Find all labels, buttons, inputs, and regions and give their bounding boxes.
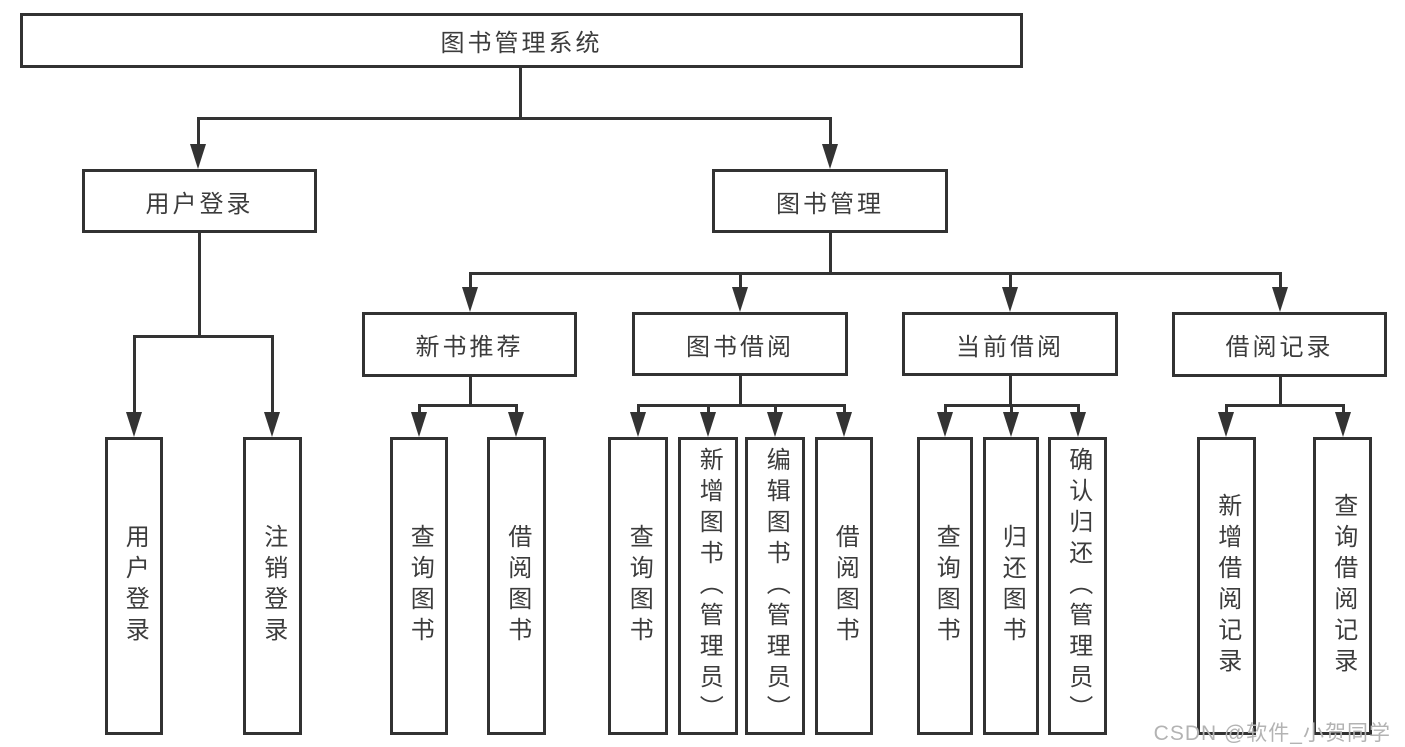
node-leaf-rec-borrow-books: 借阅图书 [487, 437, 546, 735]
node-label: 图书管理系统 [440, 30, 603, 57]
node-new-book-recommendation: 新书推荐 [362, 312, 577, 377]
watermark: CSDN @软件_小贺同学 [1153, 722, 1391, 745]
node-user-login: 用户登录 [82, 169, 317, 233]
arrowhead-down-icon [462, 287, 478, 312]
node-label: 确认归还（管理员） [1064, 446, 1092, 726]
connector-line [198, 233, 201, 336]
connector-line [133, 335, 274, 338]
node-label: 查询图书 [932, 524, 960, 648]
node-label: 借阅记录 [1225, 334, 1334, 361]
node-leaf-bb-edit-books-admin: 编辑图书（管理员） [745, 437, 805, 735]
arrowhead-down-icon [700, 412, 716, 437]
arrowhead-down-icon [1003, 412, 1019, 437]
node-leaf-cb-confirm-return-admin: 确认归还（管理员） [1048, 437, 1107, 735]
node-label: 注销登录 [259, 524, 287, 648]
connector-line [271, 335, 274, 413]
node-leaf-bb-query-books: 查询图书 [608, 437, 668, 735]
node-label: 图书借阅 [686, 333, 794, 361]
node-book-borrowing: 图书借阅 [632, 312, 848, 376]
arrowhead-down-icon [1070, 412, 1086, 437]
node-label: 借阅图书 [503, 524, 531, 648]
node-label: 新增借阅记录 [1213, 493, 1241, 679]
node-leaf-user-login: 用户登录 [105, 437, 163, 735]
arrowhead-down-icon [508, 412, 524, 437]
node-label: 新书推荐 [415, 334, 524, 361]
connector-line [1009, 272, 1012, 289]
connector-line [469, 377, 472, 406]
arrowhead-down-icon [937, 412, 953, 437]
node-leaf-logout: 注销登录 [243, 437, 302, 735]
arrowhead-down-icon [411, 412, 427, 437]
connector-line [418, 404, 421, 414]
connector-line [1279, 377, 1282, 406]
node-leaf-br-query-record: 查询借阅记录 [1313, 437, 1372, 735]
connector-line [515, 404, 518, 414]
connector-line [1342, 404, 1345, 414]
connector-line [519, 68, 522, 117]
node-library-management-system: 图书管理系统 [20, 13, 1023, 68]
arrowhead-down-icon [1335, 412, 1351, 437]
connector-line [469, 272, 472, 289]
node-current-borrowing: 当前借阅 [902, 312, 1118, 376]
node-label: 用户登录 [121, 524, 149, 648]
node-label: 查询借阅记录 [1329, 493, 1357, 679]
connector-line [829, 117, 832, 146]
connector-line [197, 117, 200, 146]
connector-line [1009, 376, 1012, 406]
node-label: 新增图书（管理员） [695, 446, 723, 726]
node-label: 编辑图书（管理员） [762, 446, 790, 726]
node-leaf-bb-add-books-admin: 新增图书（管理员） [678, 437, 738, 735]
node-leaf-rec-query-books: 查询图书 [390, 437, 448, 735]
arrowhead-down-icon [1002, 287, 1018, 312]
connector-line [419, 404, 518, 407]
connector-line [843, 404, 846, 414]
connector-line [638, 404, 846, 407]
connector-line [197, 117, 832, 120]
arrowhead-down-icon [822, 144, 838, 169]
connector-line [774, 404, 777, 414]
node-borrowing-records: 借阅记录 [1172, 312, 1387, 377]
arrowhead-down-icon [1218, 412, 1234, 437]
node-label: 借阅图书 [831, 524, 859, 648]
node-label: 当前借阅 [956, 333, 1064, 361]
connector-line [944, 404, 947, 414]
arrowhead-down-icon [264, 412, 280, 437]
connector-line [1010, 404, 1013, 414]
node-leaf-bb-borrow-books: 借阅图书 [815, 437, 873, 735]
node-label: 图书管理 [776, 190, 884, 218]
arrowhead-down-icon [1272, 287, 1288, 312]
connector-line [739, 376, 742, 406]
connector-line [1279, 272, 1282, 289]
connector-line [1226, 404, 1345, 407]
arrowhead-down-icon [190, 144, 206, 169]
connector-line [1077, 404, 1080, 414]
node-leaf-cb-query-books: 查询图书 [917, 437, 973, 735]
arrowhead-down-icon [732, 287, 748, 312]
connector-line [707, 404, 710, 414]
node-label: 归还图书 [998, 524, 1026, 648]
node-label: 用户登录 [145, 190, 254, 218]
node-leaf-cb-return-books: 归还图书 [983, 437, 1039, 735]
node-book-management: 图书管理 [712, 169, 948, 233]
connector-line [637, 404, 640, 414]
connector-line [829, 233, 832, 274]
node-label: 查询图书 [625, 524, 653, 648]
arrowhead-down-icon [767, 412, 783, 437]
connector-line [470, 272, 1282, 275]
node-label: 查询图书 [406, 524, 434, 648]
node-leaf-br-add-record: 新增借阅记录 [1197, 437, 1256, 735]
arrowhead-down-icon [836, 412, 852, 437]
arrowhead-down-icon [126, 412, 142, 437]
connector-line [133, 335, 136, 413]
arrowhead-down-icon [630, 412, 646, 437]
connector-line [739, 272, 742, 289]
connector-line [1225, 404, 1228, 414]
